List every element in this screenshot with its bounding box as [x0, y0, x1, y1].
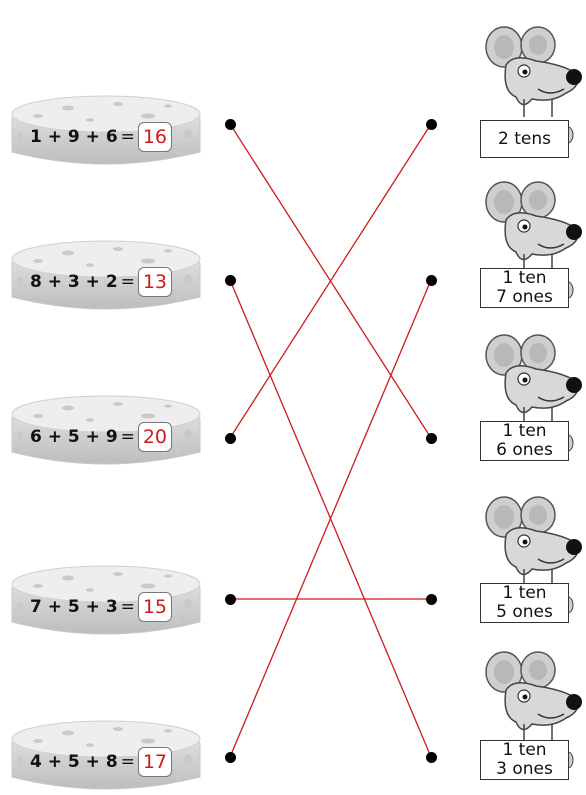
equation-expression: 6 + 5 + 9 [30, 427, 118, 447]
match-line [229, 123, 432, 439]
left-dot[interactable] [225, 433, 236, 444]
sign-line2: 5 ones [496, 602, 553, 622]
equation-expression: 8 + 3 + 2 [30, 272, 118, 292]
sign-line2: 6 ones [496, 440, 553, 460]
cheese-wheel: 4 + 5 + 8 = 17 [8, 715, 203, 795]
equals-sign: = [120, 427, 135, 447]
mouse-card: 2 tens [466, 25, 586, 158]
cheese-wheel: 6 + 5 + 9 = 20 [8, 390, 203, 470]
answer-box[interactable]: 13 [137, 267, 172, 297]
left-dot[interactable] [225, 752, 236, 763]
equation: 6 + 5 + 9 = 20 [30, 422, 172, 452]
equals-sign: = [120, 127, 135, 147]
sign-line2: 7 ones [496, 287, 553, 307]
match-line [229, 279, 432, 758]
left-dot[interactable] [225, 594, 236, 605]
mouse-card: 1 ten 5 ones [466, 495, 586, 623]
equation: 7 + 5 + 3 = 15 [30, 592, 172, 622]
equation: 1 + 9 + 6 = 16 [30, 122, 172, 152]
sign-line1: 2 tens [498, 129, 551, 149]
cheese-wheel: 7 + 5 + 3 = 15 [8, 560, 203, 640]
equation: 4 + 5 + 8 = 17 [30, 747, 172, 777]
sign-line2: 3 ones [496, 759, 553, 779]
answer-box[interactable]: 17 [137, 747, 172, 777]
right-dot[interactable] [426, 275, 437, 286]
mouse-card: 1 ten 6 ones [466, 333, 586, 461]
equation: 8 + 3 + 2 = 13 [30, 267, 172, 297]
equals-sign: = [120, 597, 135, 617]
left-dot[interactable] [225, 275, 236, 286]
place-value-sign: 1 ten 3 ones [480, 740, 569, 780]
sign-line1: 1 ten [502, 583, 547, 603]
equation-expression: 1 + 9 + 6 [30, 127, 118, 147]
place-value-sign: 1 ten 5 ones [480, 583, 569, 623]
mouse-card: 1 ten 7 ones [466, 180, 586, 308]
right-dot[interactable] [426, 594, 437, 605]
place-value-sign: 2 tens [480, 120, 569, 158]
equals-sign: = [120, 752, 135, 772]
cheese-wheel: 1 + 9 + 6 = 16 [8, 90, 203, 170]
mouse-card: 1 ten 3 ones [466, 650, 586, 780]
sign-line1: 1 ten [502, 421, 547, 441]
answer-box[interactable]: 20 [137, 422, 172, 452]
sign-line1: 1 ten [502, 740, 547, 760]
cheese-wheel: 8 + 3 + 2 = 13 [8, 235, 203, 315]
answer-box[interactable]: 15 [137, 592, 172, 622]
equation-expression: 7 + 5 + 3 [30, 597, 118, 617]
equation-expression: 4 + 5 + 8 [30, 752, 118, 772]
answer-box[interactable]: 16 [137, 122, 172, 152]
place-value-sign: 1 ten 7 ones [480, 268, 569, 308]
equals-sign: = [120, 272, 135, 292]
sign-line1: 1 ten [502, 268, 547, 288]
right-dot[interactable] [426, 752, 437, 763]
right-dot[interactable] [426, 433, 437, 444]
place-value-sign: 1 ten 6 ones [480, 421, 569, 461]
right-dot[interactable] [426, 119, 437, 130]
left-dot[interactable] [225, 119, 236, 130]
